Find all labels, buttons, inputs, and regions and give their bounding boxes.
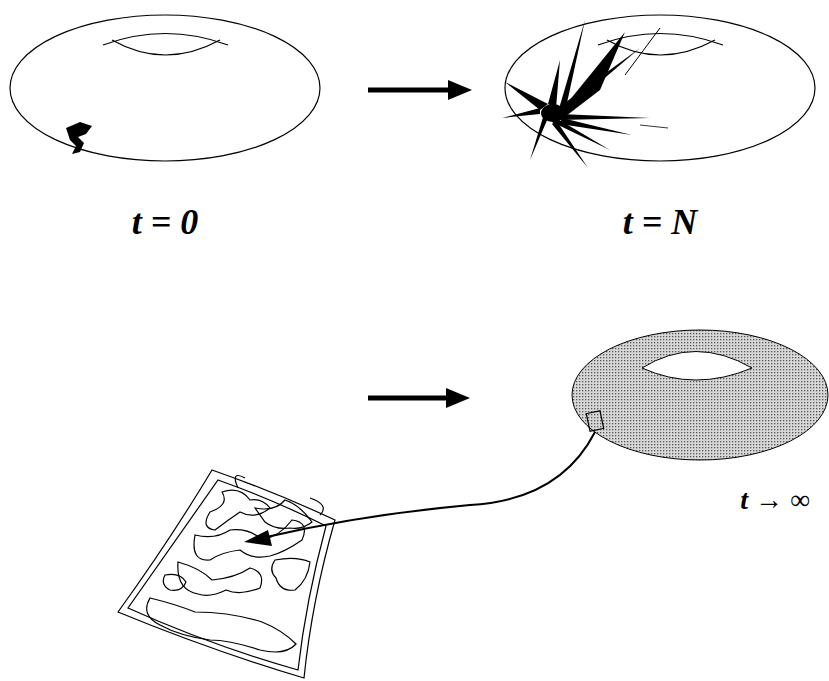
time-label: t = 0 xyxy=(132,201,199,243)
time-label: t → ∞ xyxy=(740,484,810,516)
initial-blob xyxy=(66,122,92,154)
torus xyxy=(10,15,320,161)
zoom-leader xyxy=(244,432,595,546)
arrow xyxy=(368,388,470,408)
arrow xyxy=(368,80,472,100)
mixed-torus xyxy=(572,330,828,460)
time-label: t = N xyxy=(623,201,698,243)
stretched-filament xyxy=(625,28,668,128)
torus xyxy=(505,15,815,161)
magnified-patch xyxy=(118,470,335,678)
stretched-blob xyxy=(502,20,650,168)
